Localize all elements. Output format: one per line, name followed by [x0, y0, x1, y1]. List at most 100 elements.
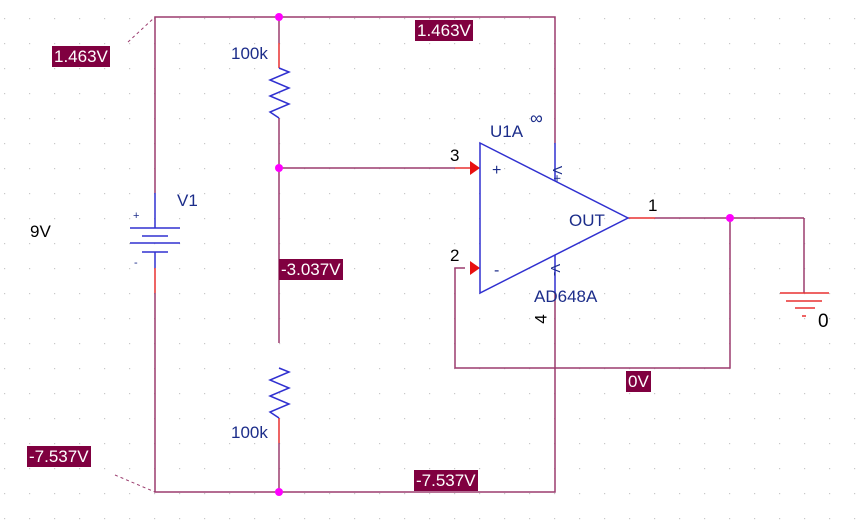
grid-dot: [254, 218, 256, 220]
grid-dot: [229, 393, 231, 395]
grid-dot: [629, 293, 631, 295]
grid-dot: [254, 418, 256, 420]
grid-dot: [579, 43, 581, 45]
pin-3-number: 3: [450, 146, 460, 165]
grid-dot: [404, 218, 406, 220]
grid-dot: [679, 268, 681, 270]
pin-2-number: 2: [450, 246, 460, 265]
grid-dot: [79, 343, 81, 345]
grid-dot: [579, 218, 581, 220]
probe-v1-top[interactable]: 1.463V: [52, 46, 110, 67]
grid-dot: [729, 443, 731, 445]
grid-dot: [229, 193, 231, 195]
grid-dot: [829, 518, 831, 520]
grid-dot: [254, 18, 256, 20]
wire-bottom-rail[interactable]: [154, 293, 556, 493]
grid-dot: [804, 168, 806, 170]
grid-dot: [204, 68, 206, 70]
grid-dot: [654, 443, 656, 445]
grid-dot: [679, 243, 681, 245]
wire-top-rail[interactable]: [154, 16, 556, 193]
grid-dot: [54, 243, 56, 245]
grid-dot: [54, 318, 56, 320]
grid-dot: [729, 118, 731, 120]
grid-dot: [129, 318, 131, 320]
grid-dot: [604, 243, 606, 245]
probe-mid-node[interactable]: -3.037V: [279, 259, 343, 280]
grid-dot: [854, 68, 856, 70]
grid-dot: [354, 393, 356, 395]
grid-dot: [804, 318, 806, 320]
grid-dot: [379, 43, 381, 45]
grid-dot: [254, 193, 256, 195]
grid-dot: [504, 418, 506, 420]
grid-dot: [729, 518, 731, 520]
opamp-u1a[interactable]: [479, 141, 630, 295]
grid-dot: [779, 118, 781, 120]
grid-dot: [854, 293, 856, 295]
grid-dot: [579, 118, 581, 120]
grid-dot: [654, 343, 656, 345]
grid-dot: [179, 43, 181, 45]
grid-dot: [529, 518, 531, 520]
grid-dot: [804, 18, 806, 20]
grid-dot: [804, 343, 806, 345]
grid-dot: [854, 393, 856, 395]
grid-dot: [754, 518, 756, 520]
grid-dot: [179, 293, 181, 295]
grid-dot: [804, 468, 806, 470]
grid-dot: [679, 468, 681, 470]
resistor-bottom-zigzag[interactable]: [268, 367, 291, 419]
grid-dot: [429, 143, 431, 145]
grid-dot: [704, 443, 706, 445]
grid-dot: [129, 93, 131, 95]
grid-dot: [54, 343, 56, 345]
probe-v1-bottom[interactable]: -7.537V: [27, 446, 91, 467]
grid-dot: [829, 443, 831, 445]
grid-dot: [4, 418, 6, 420]
grid-dot: [829, 268, 831, 270]
grid-dot: [4, 493, 6, 495]
grid-dot: [54, 468, 56, 470]
grid-dot: [579, 93, 581, 95]
grid-dot: [754, 68, 756, 70]
battery-v1[interactable]: [130, 193, 180, 268]
grid-dot: [29, 368, 31, 370]
wire-feedback[interactable]: [454, 218, 731, 369]
grid-dot: [504, 68, 506, 70]
grid-dot: [654, 93, 656, 95]
grid-dot: [379, 343, 381, 345]
grid-dot: [404, 193, 406, 195]
grid-dot: [204, 443, 206, 445]
grid-dot: [229, 318, 231, 320]
grid-dot: [229, 168, 231, 170]
grid-dot: [204, 368, 206, 370]
grid-dot: [129, 193, 131, 195]
grid-dot: [829, 243, 831, 245]
grid-dot: [754, 343, 756, 345]
grid-dot: [779, 318, 781, 320]
grid-dot: [29, 193, 31, 195]
grid-dot: [854, 518, 856, 520]
resistor-top-zigzag[interactable]: [268, 67, 291, 119]
grid-dot: [404, 318, 406, 320]
grid-dot: [304, 68, 306, 70]
ground-symbol[interactable]: [780, 292, 829, 317]
grid-dot: [254, 68, 256, 70]
grid-dot: [679, 18, 681, 20]
probe-output[interactable]: 0V: [626, 371, 651, 392]
grid-dot: [354, 418, 356, 420]
junction-bottom: [275, 488, 283, 496]
grid-dot: [329, 93, 331, 95]
grid-dot: [654, 418, 656, 420]
probe-bottom-rail[interactable]: -7.537V: [414, 470, 478, 491]
grid-dot: [129, 68, 131, 70]
grid-dot: [4, 393, 6, 395]
grid-dot: [754, 443, 756, 445]
grid-dot: [529, 118, 531, 120]
grid-dot: [779, 368, 781, 370]
grid-dot: [329, 18, 331, 20]
grid-dot: [479, 493, 481, 495]
probe-top-rail[interactable]: 1.463V: [415, 20, 473, 41]
